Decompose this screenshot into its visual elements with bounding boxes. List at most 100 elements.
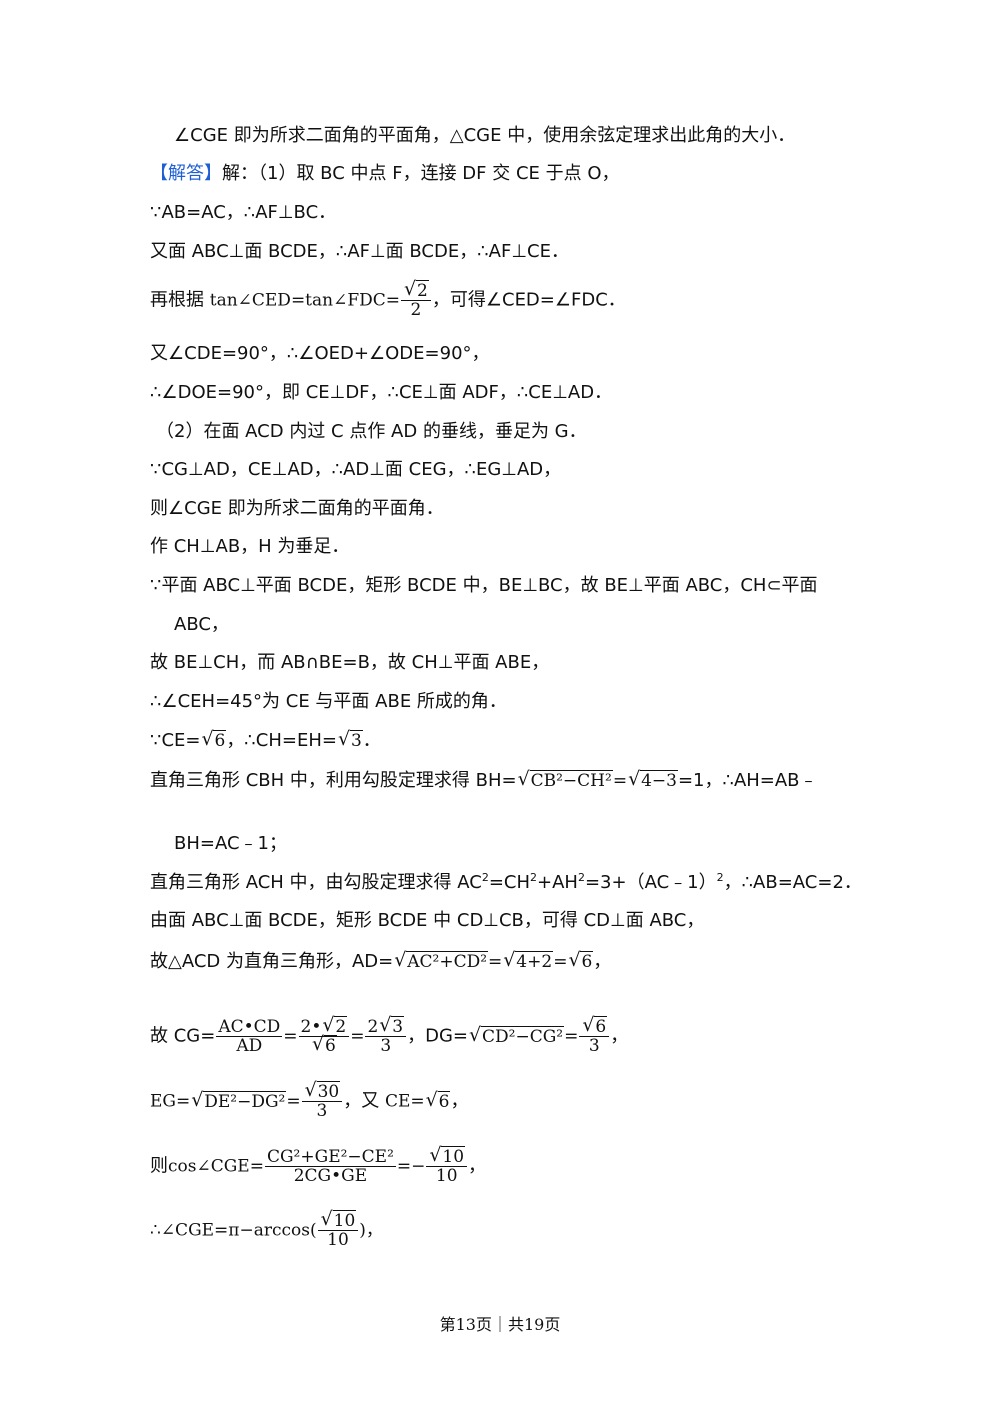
line-3: 又面 ABC⊥面 BCDE，∴AF⊥面 BCDE，∴AF⊥CE． — [150, 240, 569, 264]
superscript: 2 — [577, 871, 585, 884]
sqrt: 3 — [338, 727, 363, 753]
text: )， — [359, 1220, 383, 1241]
text: 又面 ABC⊥面 BCDE，∴AF⊥面 BCDE，∴AF⊥CE． — [150, 241, 569, 262]
line-11: ∵平面 ABC⊥平面 BCDE，矩形 BCDE 中，BE⊥BC，故 BE⊥平面 … — [150, 574, 818, 598]
text: =− — [396, 1156, 426, 1177]
text: ， — [593, 951, 612, 972]
text: 解：（1）取 BC 中点 F，连接 DF 交 CE 于点 O， — [222, 163, 620, 184]
line-13: 故 BE⊥CH，而 AB∩BE=B，故 CH⊥平面 ABE， — [150, 651, 549, 675]
text: = — [350, 1026, 365, 1047]
sqrt: 3 — [379, 1016, 405, 1037]
sqrt: 6 — [568, 948, 594, 974]
text: ，可得∠CED=∠FDC． — [431, 289, 626, 311]
sqrt: CD²−CG² — [469, 1023, 565, 1049]
text: ∵AB=AC，∴AF⊥BC． — [150, 202, 337, 223]
fraction: 63 — [579, 1016, 610, 1055]
sqrt: AC²+CD² — [394, 948, 489, 974]
fraction: 2•26 — [298, 1016, 350, 1056]
text: ∵平面 ABC⊥平面 BCDE，矩形 BCDE 中，BE⊥BC，故 BE⊥平面 … — [150, 575, 818, 596]
text: ∵CE= — [150, 730, 201, 751]
line-8: ∵CG⊥AD，CE⊥AD，∴AD⊥面 CEG，∴EG⊥AD， — [150, 458, 561, 482]
text: 作 CH⊥AB，H 为垂足． — [150, 536, 350, 557]
text: CE= — [384, 1091, 425, 1112]
text: 故△ACD 为直角三角形，AD= — [150, 951, 394, 972]
text: 直角三角形 ACH 中，由勾股定理求得 AC — [150, 872, 482, 893]
answer-tag: 【解答】 — [150, 163, 222, 184]
text: ， — [468, 1155, 487, 1177]
line-16: 直角三角形 CBH 中，利用勾股定理求得 BH=CB²−CH²=4−3=1，∴A… — [150, 767, 818, 793]
line-20: 故△ACD 为直角三角形，AD=AC²+CD²=4+2=6， — [150, 948, 612, 974]
text: ，DG= — [407, 1025, 468, 1047]
text: EG= — [150, 1091, 191, 1112]
line-6: ∴∠DOE=90°，即 CE⊥DF，∴CE⊥面 ADF，∴CE⊥AD． — [150, 381, 612, 405]
line-5: 又∠CDE=90°，∴∠OED+∠ODE=90°， — [150, 342, 490, 366]
math-expression: cos∠CGE= — [168, 1156, 264, 1177]
text: 直角三角形 CBH 中，利用勾股定理求得 BH= — [150, 770, 517, 791]
fraction: 22 — [401, 280, 431, 319]
math-expression: tan∠CED=tan∠FDC= — [209, 290, 401, 311]
text: = — [488, 952, 503, 972]
sqrt: 6 — [582, 1016, 608, 1037]
sqrt: 2 — [322, 1016, 348, 1037]
text: ∠CGE 即为所求二面角的平面角，△CGE 中，使用余弦定理求出此角的大小． — [174, 125, 796, 146]
text: ∴∠DOE=90°，即 CE⊥DF，∴CE⊥面 ADF，∴CE⊥AD． — [150, 382, 613, 403]
sqrt: 6 — [201, 727, 227, 753]
superscript: 2 — [530, 871, 538, 884]
page-footer: 第13页｜共19页 — [439, 1315, 561, 1334]
text: 则 — [150, 1155, 168, 1177]
text: = — [612, 771, 628, 791]
text: 故 CG= — [150, 1025, 216, 1047]
superscript: 2 — [481, 871, 489, 884]
text: +AH — [537, 872, 578, 893]
sqrt: DE²−DG² — [191, 1088, 287, 1114]
text: =1，∴AH=AB﹣ — [677, 770, 818, 791]
line-7: （2）在面 ACD 内过 C 点作 AD 的垂线，垂足为 G． — [156, 420, 587, 444]
line-answer-1: 【解答】解：（1）取 BC 中点 F，连接 DF 交 CE 于点 O， — [150, 162, 620, 186]
fraction: 233 — [365, 1016, 407, 1055]
text: （2）在面 ACD 内过 C 点作 AD 的垂线，垂足为 G． — [156, 421, 587, 442]
text: = — [553, 952, 568, 972]
line-intro: ∠CGE 即为所求二面角的平面角，△CGE 中，使用余弦定理求出此角的大小． — [174, 124, 795, 148]
text: ∵CG⊥AD，CE⊥AD，∴AD⊥面 CEG，∴EG⊥AD， — [150, 459, 562, 480]
sqrt: 30 — [305, 1081, 341, 1102]
line-14: ∴∠CEH=45°为 CE 与平面 ABE 所成的角． — [150, 690, 507, 714]
line-15: ∵CE=6，∴CH=EH=3． — [150, 727, 381, 753]
text: ，∴AB=AC=2． — [723, 872, 862, 893]
text: = — [564, 1026, 579, 1047]
text: 又∠CDE=90°，∴∠OED+∠ODE=90°， — [150, 343, 490, 364]
text: =CH — [488, 872, 531, 893]
line-9: 则∠CGE 即为所求二面角的平面角． — [150, 497, 444, 521]
sqrt: CB²−CH² — [518, 767, 613, 793]
text: =3+（AC﹣1） — [584, 872, 717, 893]
text: ， — [610, 1025, 629, 1047]
superscript: 2 — [716, 871, 724, 884]
text: 则∠CGE 即为所求二面角的平面角． — [150, 498, 444, 519]
text: 由面 ABC⊥面 BCDE，矩形 BCDE 中 CD⊥CB，可得 CD⊥面 AB… — [150, 910, 705, 931]
line-22: EG=DE²−DG²=303，又 CE=6， — [150, 1081, 468, 1120]
line-19: 由面 ABC⊥面 BCDE，矩形 BCDE 中 CD⊥CB，可得 CD⊥面 AB… — [150, 909, 704, 933]
line-2: ∵AB=AC，∴AF⊥BC． — [150, 201, 336, 225]
line-12: ABC， — [174, 613, 229, 637]
text: ∴∠CEH=45°为 CE 与平面 ABE 所成的角． — [150, 691, 507, 712]
line-10: 作 CH⊥AB，H 为垂足． — [150, 535, 349, 559]
line-4: 再根据 tan∠CED=tan∠FDC=22，可得∠CED=∠FDC． — [150, 280, 626, 319]
line-18: 直角三角形 ACH 中，由勾股定理求得 AC2=CH2+AH2=3+（AC﹣1）… — [150, 871, 862, 895]
text: BH=AC﹣1； — [174, 833, 287, 854]
sqrt: 4−3 — [628, 767, 678, 793]
sqrt: 2 — [404, 280, 429, 301]
text: ABC， — [174, 614, 229, 635]
text: = — [283, 1026, 298, 1047]
sqrt: 6 — [312, 1035, 337, 1056]
sqrt: 6 — [426, 1088, 451, 1114]
math-expression: ∴∠CGE=π−arccos( — [150, 1220, 317, 1241]
text: ． — [362, 730, 381, 751]
fraction: 303 — [301, 1081, 343, 1120]
text: ，又 — [343, 1090, 380, 1112]
sqrt: 4+2 — [503, 948, 554, 974]
